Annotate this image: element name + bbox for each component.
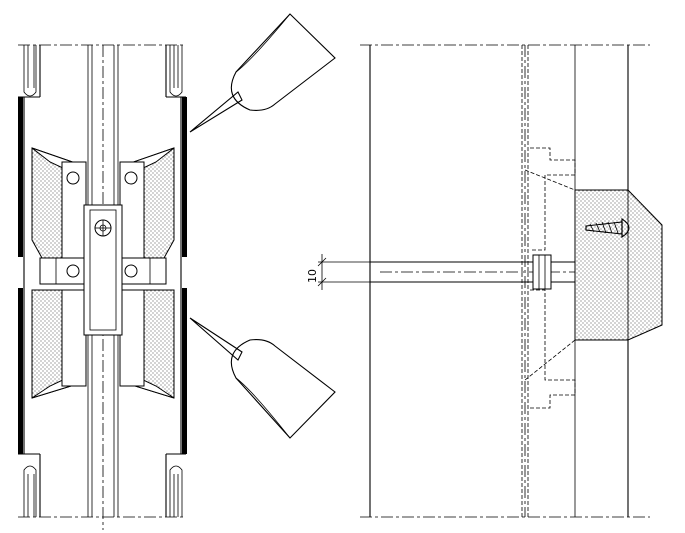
- gasket-right-upper: [182, 97, 187, 257]
- left-section-view: [18, 44, 187, 530]
- gasket-left-lower: [18, 288, 23, 454]
- pin-mid-right: [124, 264, 138, 278]
- screw-icon: [585, 217, 630, 239]
- right-elevation-view: [360, 44, 663, 518]
- gap-dimension-value: 10: [306, 269, 319, 283]
- left-frame-upper: [18, 45, 41, 98]
- pin-mid-left: [66, 264, 80, 278]
- screw-icon: [94, 219, 112, 237]
- left-frame-lower: [18, 453, 41, 517]
- right-frame-upper: [165, 45, 186, 98]
- center-bolt-block: [532, 254, 552, 290]
- gasket-right-lower: [182, 288, 187, 454]
- sealant-gun-nozzle-lower: [189, 317, 336, 439]
- gasket-left-upper: [18, 97, 23, 257]
- sealant-gun-nozzle-upper: [189, 13, 336, 133]
- gap-dimension: 10: [306, 254, 370, 290]
- pin-upper-right: [124, 171, 138, 185]
- pin-upper-left: [66, 171, 80, 185]
- right-frame-lower: [165, 453, 186, 517]
- sealant-wedge: [574, 189, 663, 341]
